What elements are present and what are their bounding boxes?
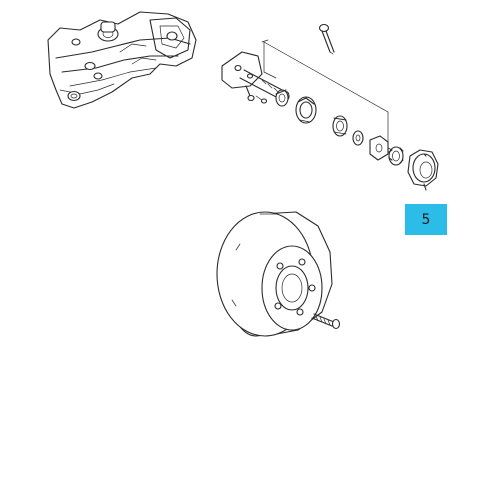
nut-lock	[388, 146, 404, 166]
inner-bearing	[275, 89, 289, 107]
drum-screw	[311, 313, 341, 330]
outer-bearing	[332, 115, 348, 137]
cotter-pin	[318, 23, 335, 55]
axle-housing	[47, 11, 197, 109]
brake-drum	[216, 211, 333, 337]
callout-box	[405, 204, 447, 235]
grease-cap	[407, 149, 439, 191]
callout-label: 5	[421, 211, 431, 228]
stub-axle	[221, 51, 290, 104]
thrust-washer	[352, 130, 364, 146]
oil-seal	[295, 96, 317, 124]
hub-nut	[369, 135, 389, 161]
